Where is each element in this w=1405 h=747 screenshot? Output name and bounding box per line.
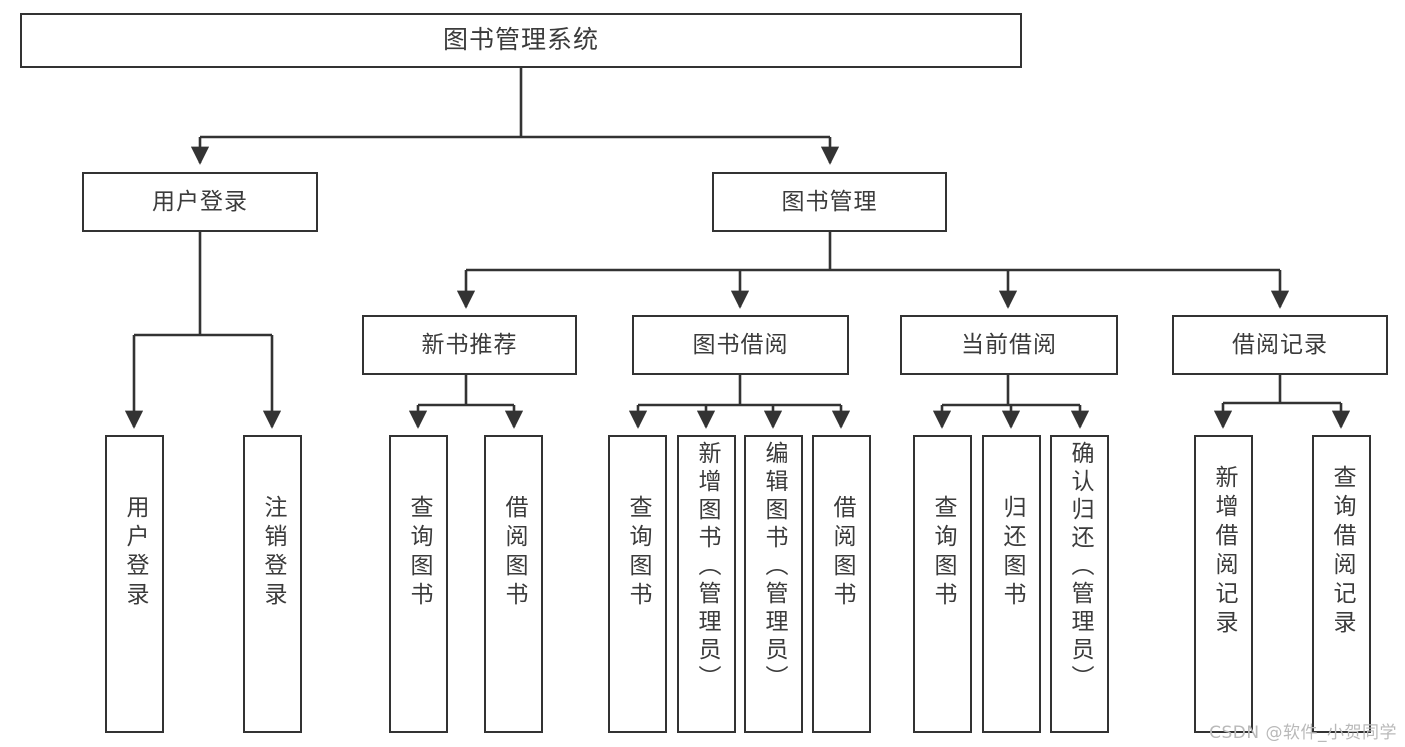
node-leaf-add-record[interactable]: 新增借阅记录 [1194,435,1253,733]
node-leaf-return-book[interactable]: 归还图书 [982,435,1041,733]
node-leaf-user-logout-label: 注销登录 [260,495,286,611]
node-new-book-recommend[interactable]: 新书推荐 [362,315,577,375]
node-root[interactable]: 图书管理系统 [20,13,1022,68]
node-leaf-edit-book-label: 编辑图书（管理员） [761,441,787,693]
node-leaf-user-logout[interactable]: 注销登录 [243,435,302,733]
node-leaf-query-book-1[interactable]: 查询图书 [389,435,448,733]
node-leaf-query-record[interactable]: 查询借阅记录 [1312,435,1371,733]
node-book-borrow-label: 图书借阅 [692,331,789,358]
node-leaf-query-record-label: 查询借阅记录 [1329,465,1355,639]
node-leaf-query-book-1-label: 查询图书 [406,495,432,611]
node-current-borrow-label: 当前借阅 [961,331,1057,358]
node-leaf-confirm-return[interactable]: 确认归还（管理员） [1050,435,1109,733]
node-leaf-borrow-book-2-label: 借阅图书 [829,495,855,611]
node-root-label: 图书管理系统 [442,25,599,55]
node-borrow-record[interactable]: 借阅记录 [1172,315,1388,375]
node-leaf-borrow-book-1[interactable]: 借阅图书 [484,435,543,733]
node-leaf-edit-book[interactable]: 编辑图书（管理员） [744,435,803,733]
node-leaf-query-book-2[interactable]: 查询图书 [608,435,667,733]
node-user-login-label: 用户登录 [152,188,248,215]
node-leaf-user-login[interactable]: 用户登录 [105,435,164,733]
node-leaf-borrow-book-2[interactable]: 借阅图书 [812,435,871,733]
node-borrow-record-label: 借阅记录 [1232,331,1328,358]
node-leaf-add-book-label: 新增图书（管理员） [694,441,720,693]
node-leaf-query-book-3-label: 查询图书 [930,495,956,611]
node-new-book-recommend-label: 新书推荐 [421,331,518,358]
node-leaf-user-login-label: 用户登录 [122,495,148,611]
node-leaf-borrow-book-1-label: 借阅图书 [501,495,527,611]
node-leaf-add-record-label: 新增借阅记录 [1211,465,1237,639]
node-user-login[interactable]: 用户登录 [82,172,318,232]
node-book-manage-label: 图书管理 [781,188,878,215]
node-leaf-confirm-return-label: 确认归还（管理员） [1067,441,1093,693]
node-leaf-return-book-label: 归还图书 [999,495,1025,611]
watermark-text: CSDN @软件_小贺同学 [1209,723,1397,743]
node-leaf-query-book-3[interactable]: 查询图书 [913,435,972,733]
node-book-manage[interactable]: 图书管理 [712,172,947,232]
node-book-borrow[interactable]: 图书借阅 [632,315,849,375]
node-leaf-query-book-2-label: 查询图书 [625,495,651,611]
node-leaf-add-book[interactable]: 新增图书（管理员） [677,435,736,733]
node-current-borrow[interactable]: 当前借阅 [900,315,1118,375]
